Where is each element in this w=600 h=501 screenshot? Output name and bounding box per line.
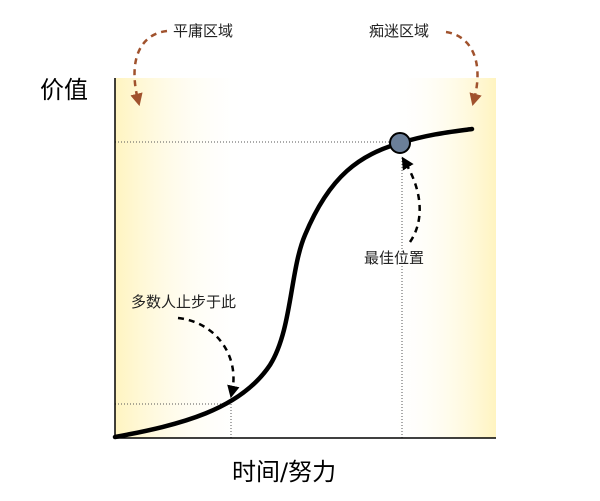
- arrow-most-stop-icon: [177, 316, 240, 399]
- zone-mediocre-label: 平庸区域: [173, 22, 233, 40]
- zone-mediocre-shade: [115, 78, 250, 438]
- zone-obsessed-label: 痴迷区域: [369, 22, 429, 40]
- x-axis-label: 时间/努力: [232, 458, 336, 486]
- y-axis-label: 价值: [40, 76, 88, 104]
- arrow-obsessed-icon: [445, 30, 482, 107]
- most-stop-label: 多数人止步于此: [131, 293, 236, 311]
- best-position-label: 最佳位置: [364, 249, 424, 267]
- arrow-mediocre-icon: [130, 29, 168, 107]
- best-position-marker: [389, 132, 411, 154]
